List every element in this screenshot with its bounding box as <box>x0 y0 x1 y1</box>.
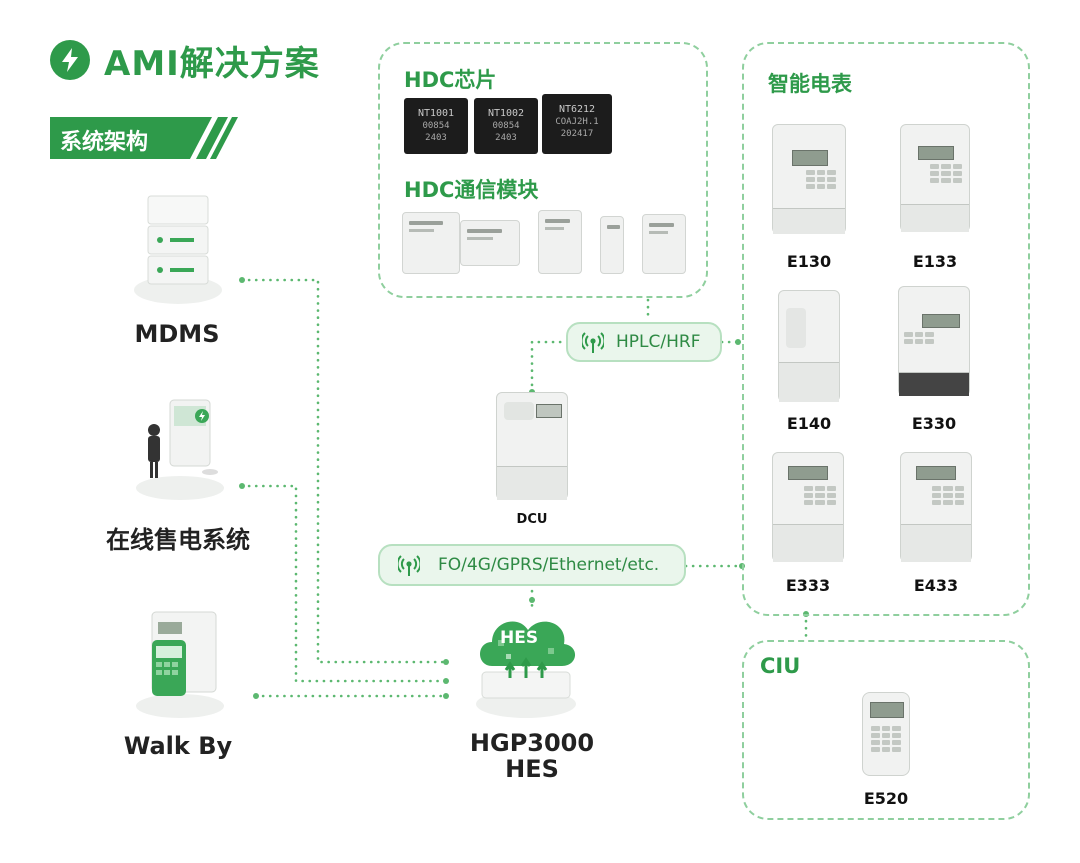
meter-label-e333: E333 <box>785 576 831 595</box>
hdc-module-title: HDC通信模块 <box>404 178 539 202</box>
smart-meter-title: 智能电表 <box>768 72 852 96</box>
meter-label-e140: E140 <box>786 414 832 433</box>
plc-link-label: HPLC/HRF <box>616 332 701 352</box>
mdms-server-illustration <box>132 186 224 306</box>
plc-link-pill: HPLC/HRF <box>566 322 722 362</box>
dcu-to-plc-line <box>530 340 568 394</box>
walk-by-label: Walk By <box>123 732 233 760</box>
dcu-label: DCU <box>516 512 548 527</box>
hes-cloud-label: HES <box>500 628 539 648</box>
comm-module-4 <box>600 216 624 274</box>
page-title: AMI解决方案 <box>104 43 320 84</box>
meter-label-e433: E433 <box>913 576 959 595</box>
antenna-icon <box>398 555 420 576</box>
mdms-to-hes-line <box>240 278 448 664</box>
online-sale-label: 在线售电系统 <box>106 526 250 554</box>
hdc-chip-title: HDC芯片 <box>404 68 497 92</box>
meter-label-e330: E330 <box>911 414 957 433</box>
online-sale-illustration <box>132 392 228 502</box>
comm-module-1 <box>402 212 460 274</box>
comm-module-5 <box>642 214 686 274</box>
backhaul-link-label: FO/4G/GPRS/Ethernet/etc. <box>438 555 660 575</box>
page-header: AMI解决方案 <box>50 38 320 84</box>
ciu-box: CIU <box>742 640 1030 820</box>
section-label: 系统架构 <box>60 130 149 155</box>
hes-label-line2: HES <box>505 755 559 783</box>
hes-label: HGP3000 HES <box>460 730 604 782</box>
backhaul-link-pill: FO/4G/GPRS/Ethernet/etc. <box>378 544 686 586</box>
comm-module-2 <box>460 220 520 266</box>
section-banner: 系统架构 <box>50 117 238 159</box>
mdms-label: MDMS <box>134 320 220 348</box>
meter-label-e130: E130 <box>786 252 832 271</box>
antenna-icon <box>582 332 604 353</box>
ciu-label-e520: E520 <box>863 789 909 808</box>
meter-label-e133: E133 <box>912 252 958 271</box>
hes-cloud-illustration: HES <box>468 600 584 720</box>
hes-label-line1: HGP3000 <box>469 729 595 757</box>
walk-by-illustration <box>132 602 228 720</box>
smart-meter-box: 智能电表 <box>742 42 1030 616</box>
lightning-icon <box>50 40 90 80</box>
comm-module-3 <box>538 210 582 274</box>
ciu-title: CIU <box>760 654 801 678</box>
